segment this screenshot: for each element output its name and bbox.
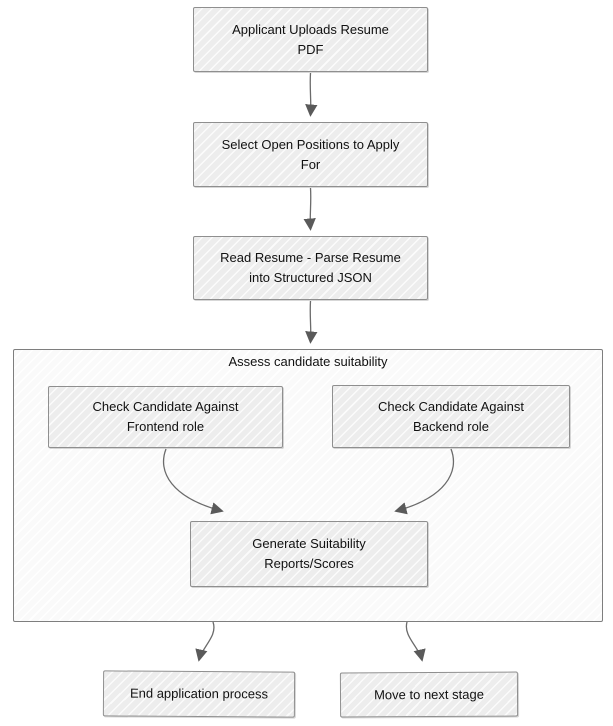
node-label-line: Read Resume - Parse Resume (220, 250, 401, 265)
node-end-application-process: End application process (102, 670, 296, 718)
node-label-line: Applicant Uploads Resume (232, 21, 389, 37)
node-check-backend-role: Check Candidate Against Backend role (332, 385, 570, 448)
node-label-line: Check Candidate Against (378, 398, 524, 414)
node-generate-suitability-reports: Generate Suitability Reports/Scores (190, 521, 428, 587)
node-label-line: PDF (297, 41, 324, 57)
subgraph-label: Assess candidate suitability (228, 354, 388, 369)
node-label-line: End application process (129, 685, 269, 702)
node-applicant-uploads-resume: Applicant Uploads Resume PDF (193, 7, 428, 72)
node-label-line: Reports/Scores (264, 556, 354, 571)
node-label-line: Check Candidate Against (92, 399, 239, 414)
edge-parse-to-subgraph (305, 300, 318, 344)
node-check-frontend-role: Check Candidate Against Frontend role (48, 386, 283, 448)
edge-subgraph-to-end (195, 621, 215, 662)
node-label-line: Frontend role (126, 419, 205, 434)
edge-subgraph-to-next (405, 621, 426, 662)
node-label-line: Generate Suitability (252, 536, 366, 551)
node-label-line: Move to next stage (374, 686, 484, 702)
node-label-line: For (300, 156, 321, 172)
node-label-line: Backend role (413, 418, 489, 434)
node-read-parse-resume: Read Resume - Parse Resume into Structur… (193, 236, 428, 300)
edge-select-to-parse (303, 187, 316, 231)
edge-upload-to-select (305, 72, 318, 117)
node-select-open-positions: Select Open Positions to Apply For (193, 122, 428, 187)
node-label-line: Select Open Positions to Apply (221, 136, 400, 152)
node-move-to-next-stage: Move to next stage (339, 671, 519, 718)
node-label-line: into Structured JSON (249, 270, 372, 285)
